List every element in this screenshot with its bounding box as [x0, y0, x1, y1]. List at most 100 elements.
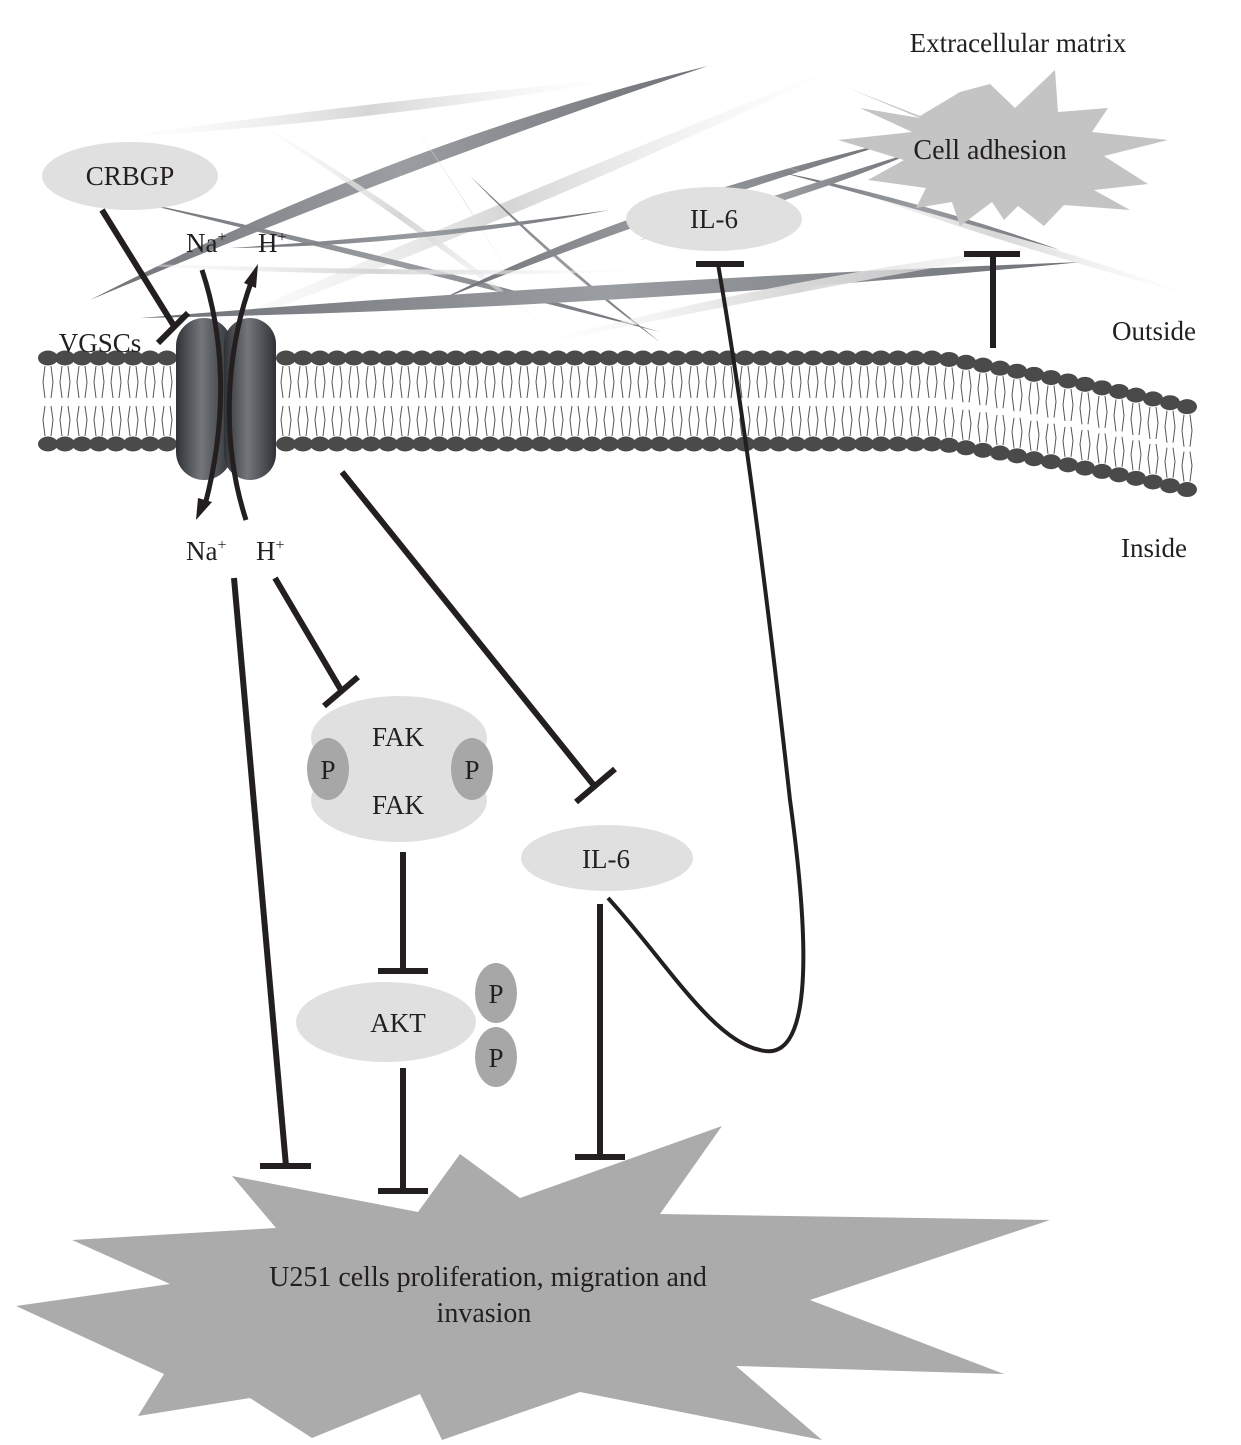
lipid-tail: [679, 365, 683, 399]
matrix-fiber: [470, 176, 660, 342]
lipid-head: [548, 350, 568, 366]
lipid-head: [667, 350, 687, 366]
lipid-head: [412, 436, 432, 452]
lipid-tail: [118, 365, 122, 399]
outside-label: Outside: [1112, 316, 1196, 346]
lipid-head: [378, 350, 398, 366]
lipid-tail: [42, 365, 46, 399]
lipid-head: [990, 445, 1010, 461]
lipid-head: [276, 350, 296, 366]
lipid-tail: [127, 365, 131, 399]
lipid-tail: [331, 405, 335, 437]
lipid-tail: [756, 365, 760, 399]
lipid-head: [803, 436, 823, 452]
lipid-head: [616, 350, 636, 366]
lipid-tail: [832, 365, 836, 399]
fak-top-label: FAK: [372, 722, 425, 752]
lipid-tail: [1138, 440, 1142, 471]
outcome-label-line1: U251 cells proliferation, migration and: [269, 1262, 707, 1293]
lipid-head: [1177, 482, 1197, 498]
lipid-head: [684, 436, 704, 452]
lipid-head: [718, 436, 738, 452]
lipid-tail: [662, 365, 666, 399]
lipid-head: [548, 436, 568, 452]
lipid-tail: [390, 405, 394, 437]
lipid-tail: [501, 365, 505, 399]
akt-node: AKT P P: [296, 963, 517, 1087]
lipid-tail: [866, 365, 870, 399]
lipid-head: [854, 436, 874, 452]
lipid-tail: [654, 405, 658, 437]
lipid-tail: [798, 405, 802, 437]
lipid-tail: [1138, 403, 1142, 436]
lipid-head: [378, 436, 398, 452]
lipid-head: [1041, 370, 1061, 386]
lipid-tail: [849, 405, 853, 437]
crbgp-ellipse: [42, 142, 218, 210]
lipid-tail: [1155, 406, 1159, 439]
lipid-head: [55, 350, 75, 366]
lipid-tail: [824, 365, 828, 399]
lipid-head: [106, 436, 126, 452]
crbgp-label: CRBGP: [86, 161, 175, 191]
lipid-tail: [1189, 414, 1193, 447]
lipid-tail: [59, 405, 63, 437]
lipid-tail: [722, 405, 726, 437]
lipid-head: [922, 436, 942, 452]
lipid-tail: [1147, 443, 1151, 475]
lipid-head: [752, 436, 772, 452]
lipid-tail: [1011, 417, 1015, 448]
lipid-tail: [365, 405, 369, 437]
lipid-head: [1160, 395, 1180, 411]
lipid-head: [276, 436, 296, 452]
lipid-tail: [424, 405, 428, 437]
na-influx-arrow: [199, 269, 224, 506]
lipid-tail: [59, 365, 63, 399]
lipid-head: [395, 436, 415, 452]
lipid-head: [888, 436, 908, 452]
lipid-head: [497, 436, 517, 452]
lipid-tail: [713, 365, 717, 399]
lipid-head: [735, 350, 755, 366]
lipid-head: [361, 350, 381, 366]
lipid-tail: [518, 405, 522, 437]
lipid-head: [905, 436, 925, 452]
lipid-head: [1024, 451, 1044, 467]
fak-phospho-left: [307, 738, 349, 800]
lipid-tail: [1036, 420, 1040, 451]
lipid-tail: [101, 365, 105, 399]
lipid-head: [310, 436, 330, 452]
lipid-tail: [858, 405, 862, 437]
channel-subunit-right: [224, 318, 276, 480]
lipid-head: [650, 350, 670, 366]
lipid-tail: [934, 365, 938, 399]
lipid-tail: [909, 405, 913, 437]
lipid-tail: [586, 405, 590, 437]
lipid-tail: [509, 405, 513, 437]
lipid-head: [633, 350, 653, 366]
lipid-tail: [688, 365, 692, 399]
lipid-tail: [314, 365, 318, 399]
lipid-tail: [985, 373, 989, 406]
lipid-head: [871, 436, 891, 452]
lipid-head: [293, 350, 313, 366]
lipid-tail: [594, 365, 598, 399]
lipid-tail: [84, 365, 88, 399]
lipid-tail: [1053, 423, 1057, 454]
lipid-tail: [603, 365, 607, 399]
fak-top-ellipse: [311, 696, 487, 780]
lipid-head: [1041, 454, 1061, 470]
lipid-tail: [67, 365, 71, 399]
lipid-head: [565, 436, 585, 452]
lipid-head: [1024, 366, 1044, 382]
lipid-tail: [314, 405, 318, 437]
lipid-tail: [849, 365, 853, 399]
lipid-tail: [815, 365, 819, 399]
phospho-label: P: [464, 755, 479, 785]
lipid-head: [123, 436, 143, 452]
lipid-tail: [280, 365, 284, 399]
lipid-tail: [484, 405, 488, 437]
lipid-head: [1160, 478, 1180, 494]
lipid-head: [310, 350, 330, 366]
na-top-label: Na+: [186, 228, 227, 258]
